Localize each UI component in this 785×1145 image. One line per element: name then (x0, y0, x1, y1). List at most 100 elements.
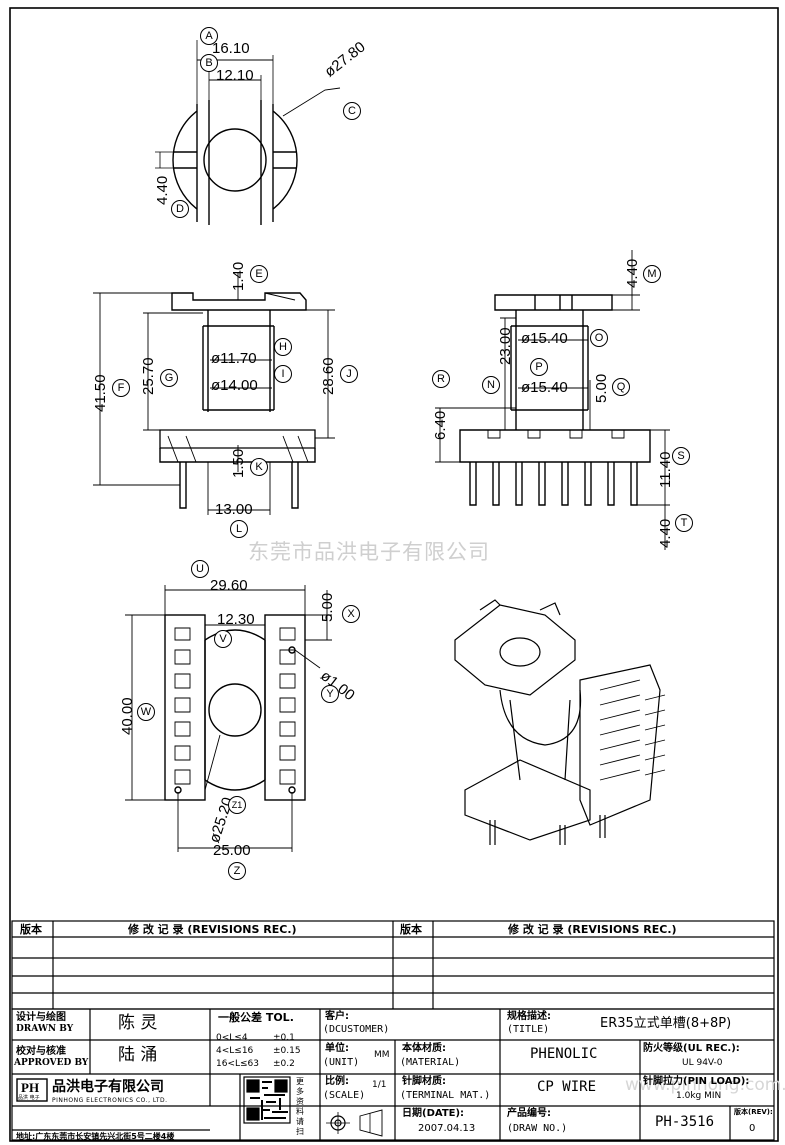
side-view (435, 250, 670, 550)
tol-range-2: 4<L≤16 (216, 1046, 254, 1056)
dim-d: 4.40 (154, 175, 171, 205)
balloon-o: O (590, 329, 608, 347)
company-logo-sub: 品洪 电子 (18, 1095, 40, 1101)
design-label-cn: 设计与绘图 (16, 1012, 66, 1023)
title-label: 规格描述: (507, 1011, 551, 1022)
dim-z: 25.00 (213, 842, 251, 859)
material-label: 本体材质: (402, 1043, 446, 1054)
terminal-label: 针脚材质: (402, 1076, 446, 1087)
balloon-z1: Z1 (228, 796, 246, 814)
dim-w: 40.00 (119, 697, 136, 735)
balloon-k: K (250, 458, 268, 476)
balloon-g: G (160, 369, 178, 387)
balloon-e: E (250, 265, 268, 283)
scale-label: 比例: (325, 1076, 349, 1087)
qr-side-text: 更多资料请扫 (296, 1077, 304, 1136)
titleblock-grid (11, 1008, 775, 1141)
company-address: 地址:广东东莞市长安镇先兴北街5号二楼4楼 (16, 1132, 175, 1141)
balloon-p: P (530, 358, 548, 376)
balloon-n: N (482, 376, 500, 394)
watermark-url: www.pinhong.com.td (625, 1075, 785, 1095)
balloon-j: J (340, 365, 358, 383)
ul-value: UL 94V-0 (682, 1058, 723, 1068)
drawno-label: 产品编号: (507, 1108, 551, 1119)
dim-a: 16.10 (212, 40, 250, 57)
watermark-text: 东莞市品洪电子有限公司 (248, 540, 490, 564)
bottom-view (125, 585, 332, 852)
balloon-x: X (342, 605, 360, 623)
drawno-en: (DRAW NO.) (507, 1123, 568, 1134)
dim-s: 11.40 (657, 451, 674, 488)
dim-n: 23.00 (497, 327, 514, 365)
dim-f: 41.50 (92, 374, 109, 412)
tol-value-1: ±0.1 (273, 1033, 295, 1043)
scale-en: (SCALE) (323, 1090, 366, 1101)
tol-range-3: 16<L≤63 (216, 1059, 260, 1069)
dim-r: 6.40 (432, 410, 449, 440)
dim-p: ø15.40 (521, 379, 568, 396)
balloon-m: M (643, 265, 661, 283)
rev-left-header: 版本 (20, 923, 42, 936)
balloon-c: C (343, 102, 361, 120)
terminal-en: (TERMINAL MAT.) (400, 1090, 491, 1101)
balloon-r: R (432, 370, 450, 388)
balloon-b: B (200, 54, 218, 72)
customer-label: 客户: (325, 1011, 349, 1022)
dim-q: 5.00 (593, 373, 610, 403)
balloon-q: Q (612, 378, 630, 396)
balloon-i: I (274, 365, 292, 383)
balloon-a: A (200, 27, 218, 45)
dim-o: ø15.40 (521, 330, 568, 347)
rev-left-title: 修 改 记 录 (REVISIONS REC.) (128, 923, 297, 936)
customer-en: (DCUSTOMER) (323, 1024, 390, 1035)
drawno-value: PH-3516 (655, 1114, 715, 1130)
rev-right-header: 版本 (400, 923, 422, 936)
front-view (93, 272, 335, 515)
dim-v: 12.30 (217, 611, 255, 628)
design-value: 陈 灵 (118, 1013, 158, 1033)
dim-t: 4.40 (657, 518, 674, 548)
tol-value-2: ±0.15 (273, 1046, 301, 1056)
pinload-label: 针脚拉力(PIN LOAD): (643, 1076, 750, 1087)
unit-value: MM (374, 1050, 390, 1060)
balloon-d: D (171, 200, 189, 218)
dim-m: 4.40 (624, 258, 641, 288)
balloon-u: U (191, 560, 209, 578)
check-value: 陆 涌 (118, 1045, 158, 1065)
balloon-t: T (675, 514, 693, 532)
balloon-z: Z (228, 862, 246, 880)
tol-range-1: 0<L≤4 (216, 1033, 248, 1043)
company-logo: PH (21, 1080, 40, 1095)
dim-e: 1.40 (230, 261, 247, 291)
scale-value: 1/1 (372, 1080, 387, 1090)
balloon-y: Y (321, 685, 339, 703)
balloon-l: L (230, 520, 248, 538)
isometric-view (454, 599, 666, 845)
terminal-value: CP WIRE (537, 1079, 597, 1095)
dim-k: 1.50 (230, 448, 247, 478)
material-en: (MATERIAL) (400, 1057, 461, 1068)
balloon-v: V (214, 630, 232, 648)
unit-en: (UNIT) (323, 1057, 360, 1068)
check-label-cn: 校对与核准 (16, 1046, 66, 1057)
rev-right-title: 修 改 记 录 (REVISIONS REC.) (508, 923, 677, 936)
dim-j: 28.60 (320, 357, 337, 395)
date-label: 日期(DATE): (402, 1108, 465, 1119)
dim-u: 29.60 (210, 577, 248, 594)
title-value: ER35立式单槽(8+8P) (600, 1016, 732, 1031)
material-value: PHENOLIC (530, 1046, 598, 1062)
balloon-w: W (137, 703, 155, 721)
unit-label: 单位: (325, 1043, 349, 1054)
design-label-en: DRAWN BY (16, 1024, 74, 1034)
company-name-en: PINHONG ELECTRONICS CO., LTD. (52, 1097, 168, 1104)
balloon-f: F (112, 379, 130, 397)
balloon-s: S (672, 447, 690, 465)
pinload-value: 1.0kg MIN (676, 1091, 722, 1101)
dim-x: 5.00 (319, 592, 336, 622)
title-en: (TITLE) (507, 1024, 550, 1035)
rev-label: 版本(REV): (734, 1108, 773, 1116)
dim-g: 25.70 (140, 357, 157, 395)
company-name-cn: 品洪电子有限公司 (52, 1079, 164, 1095)
